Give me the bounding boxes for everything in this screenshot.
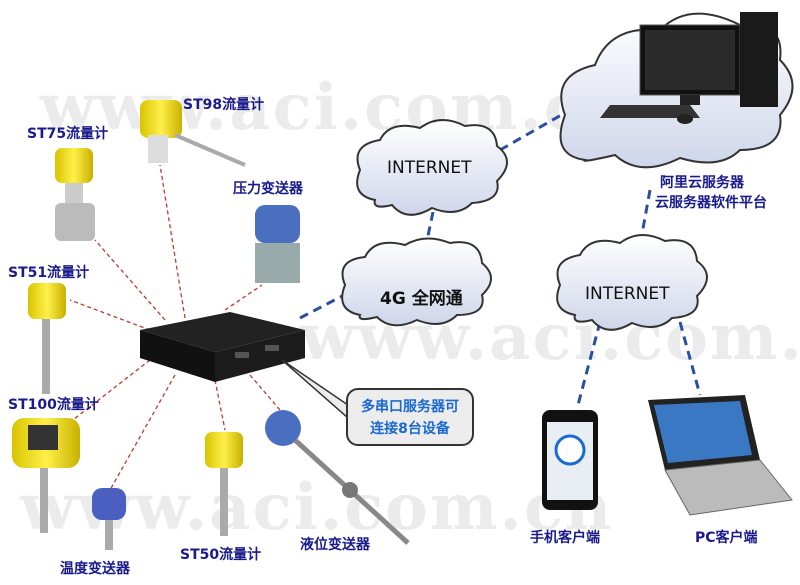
st75-flowmeter-icon — [55, 148, 95, 241]
link-st51 — [69, 299, 151, 331]
label-st51: ST51流量计 — [8, 265, 90, 281]
st51-flowmeter-icon — [28, 283, 66, 394]
pressure-transmitter-icon — [255, 205, 300, 283]
label-st50: ST50流量计 — [180, 547, 262, 563]
internet-cloud-2-label: INTERNET — [585, 284, 670, 304]
link-temperature — [109, 374, 176, 491]
internet-cloud-1 — [356, 119, 508, 216]
label-pressure: 压力变送器 — [233, 181, 303, 197]
4g-cloud — [341, 237, 492, 327]
link-st98 — [159, 164, 186, 319]
callout-line-2: 连接8台设备 — [370, 421, 450, 437]
temperature-transmitter-icon — [92, 488, 126, 550]
link-pressure — [224, 284, 263, 311]
label-st98: ST98流量计 — [183, 97, 265, 113]
link-internet2-pc — [678, 321, 702, 396]
st100-flowmeter-icon — [12, 418, 80, 533]
callout-pointer — [281, 359, 349, 420]
st98-flowmeter-icon — [140, 100, 246, 167]
laptop-icon — [648, 395, 793, 516]
label-level: 液位变送器 — [300, 537, 370, 553]
cloud-server-label-1: 阿里云服务器 — [660, 175, 744, 191]
label-st75: ST75流量计 — [27, 126, 109, 142]
link-internet-cloud — [499, 108, 571, 152]
link-st75 — [94, 239, 166, 321]
internet-cloud-1-label: INTERNET — [387, 158, 472, 178]
serial-server-callout: 多串口服务器可 连接8台设备 — [346, 388, 474, 446]
label-phone-client: 手机客户端 — [530, 530, 600, 546]
device-links — [59, 164, 281, 491]
link-internet2-phone — [576, 321, 602, 406]
smartphone-icon — [542, 410, 598, 510]
cloud-server-label-2: 云服务器软件平台 — [655, 195, 767, 211]
label-temperature: 温度变送器 — [60, 561, 130, 577]
desktop-computer-icon — [600, 12, 778, 124]
label-st100: ST100流量计 — [8, 397, 99, 413]
st50-flowmeter-icon — [205, 432, 243, 536]
serial-server-icon — [140, 312, 305, 382]
callout-line-1: 多串口服务器可 — [361, 399, 459, 415]
internet-cloud-2 — [556, 234, 708, 331]
link-st50 — [214, 379, 226, 431]
link-level — [249, 374, 281, 411]
4g-cloud-label: 4G 全网通 — [380, 289, 463, 309]
level-transmitter-icon — [265, 410, 410, 545]
link-st100 — [59, 359, 151, 431]
label-pc-client: PC客户端 — [695, 530, 758, 546]
